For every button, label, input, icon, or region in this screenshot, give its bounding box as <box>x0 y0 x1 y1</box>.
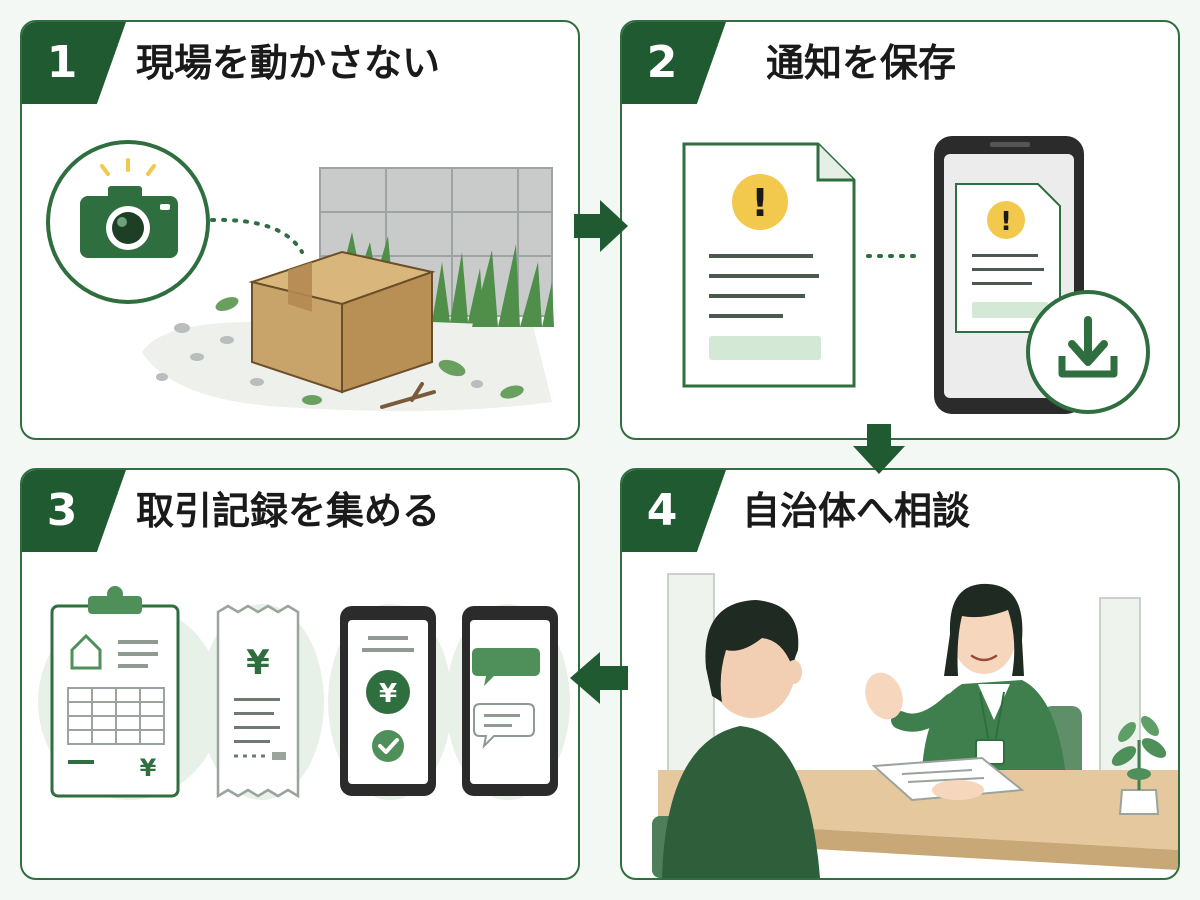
dotted-connector <box>210 217 304 254</box>
arrow-right-icon <box>574 200 628 252</box>
arrow-left-icon <box>570 652 628 704</box>
step-1-panel: 1 現場を動かさない <box>20 20 580 440</box>
resident-person <box>652 600 820 878</box>
step-2-title: 通知を保存 <box>766 41 957 85</box>
step-3-title: 取引記録を集める <box>136 489 441 533</box>
step-1-title: 現場を動かさない <box>136 41 441 85</box>
payment-phone-icon <box>340 606 436 796</box>
step-1-illustration <box>46 140 554 411</box>
step-4-title: 自治体へ相談 <box>742 489 971 533</box>
clipboard-ledger-icon <box>50 586 180 798</box>
camera-icon <box>46 140 210 304</box>
step-2-number: 2 <box>646 37 678 88</box>
step-3-number: 3 <box>46 485 78 536</box>
step-2-illustration: ! ! <box>682 136 1150 414</box>
notice-document-icon <box>682 142 856 388</box>
cardboard-box-icon <box>248 250 436 394</box>
chat-phone-icon <box>462 606 558 796</box>
step-4-number: 4 <box>646 485 678 536</box>
notice-mark-small: ! <box>1000 207 1012 237</box>
download-icon <box>1026 290 1150 414</box>
receipt-icon <box>216 604 300 799</box>
plant-icon <box>1111 716 1167 815</box>
step-1-number: 1 <box>46 37 78 88</box>
receipt-yen-symbol: ¥ <box>246 643 270 683</box>
step-3-illustration: ¥ ¥ ¥ <box>38 586 570 800</box>
consultation-icon <box>652 573 1178 878</box>
payment-yen-symbol: ¥ <box>379 679 397 709</box>
arrow-down-icon <box>853 424 905 474</box>
notice-mark-large: ! <box>751 181 768 225</box>
step-4-panel: 4 自治体へ相談 <box>620 468 1180 880</box>
ledger-yen-symbol: ¥ <box>140 754 157 782</box>
step-2-panel: 2 通知を保存 ! ! <box>620 20 1180 440</box>
step-3-panel: 3 取引記録を集める ¥ <box>20 468 580 880</box>
